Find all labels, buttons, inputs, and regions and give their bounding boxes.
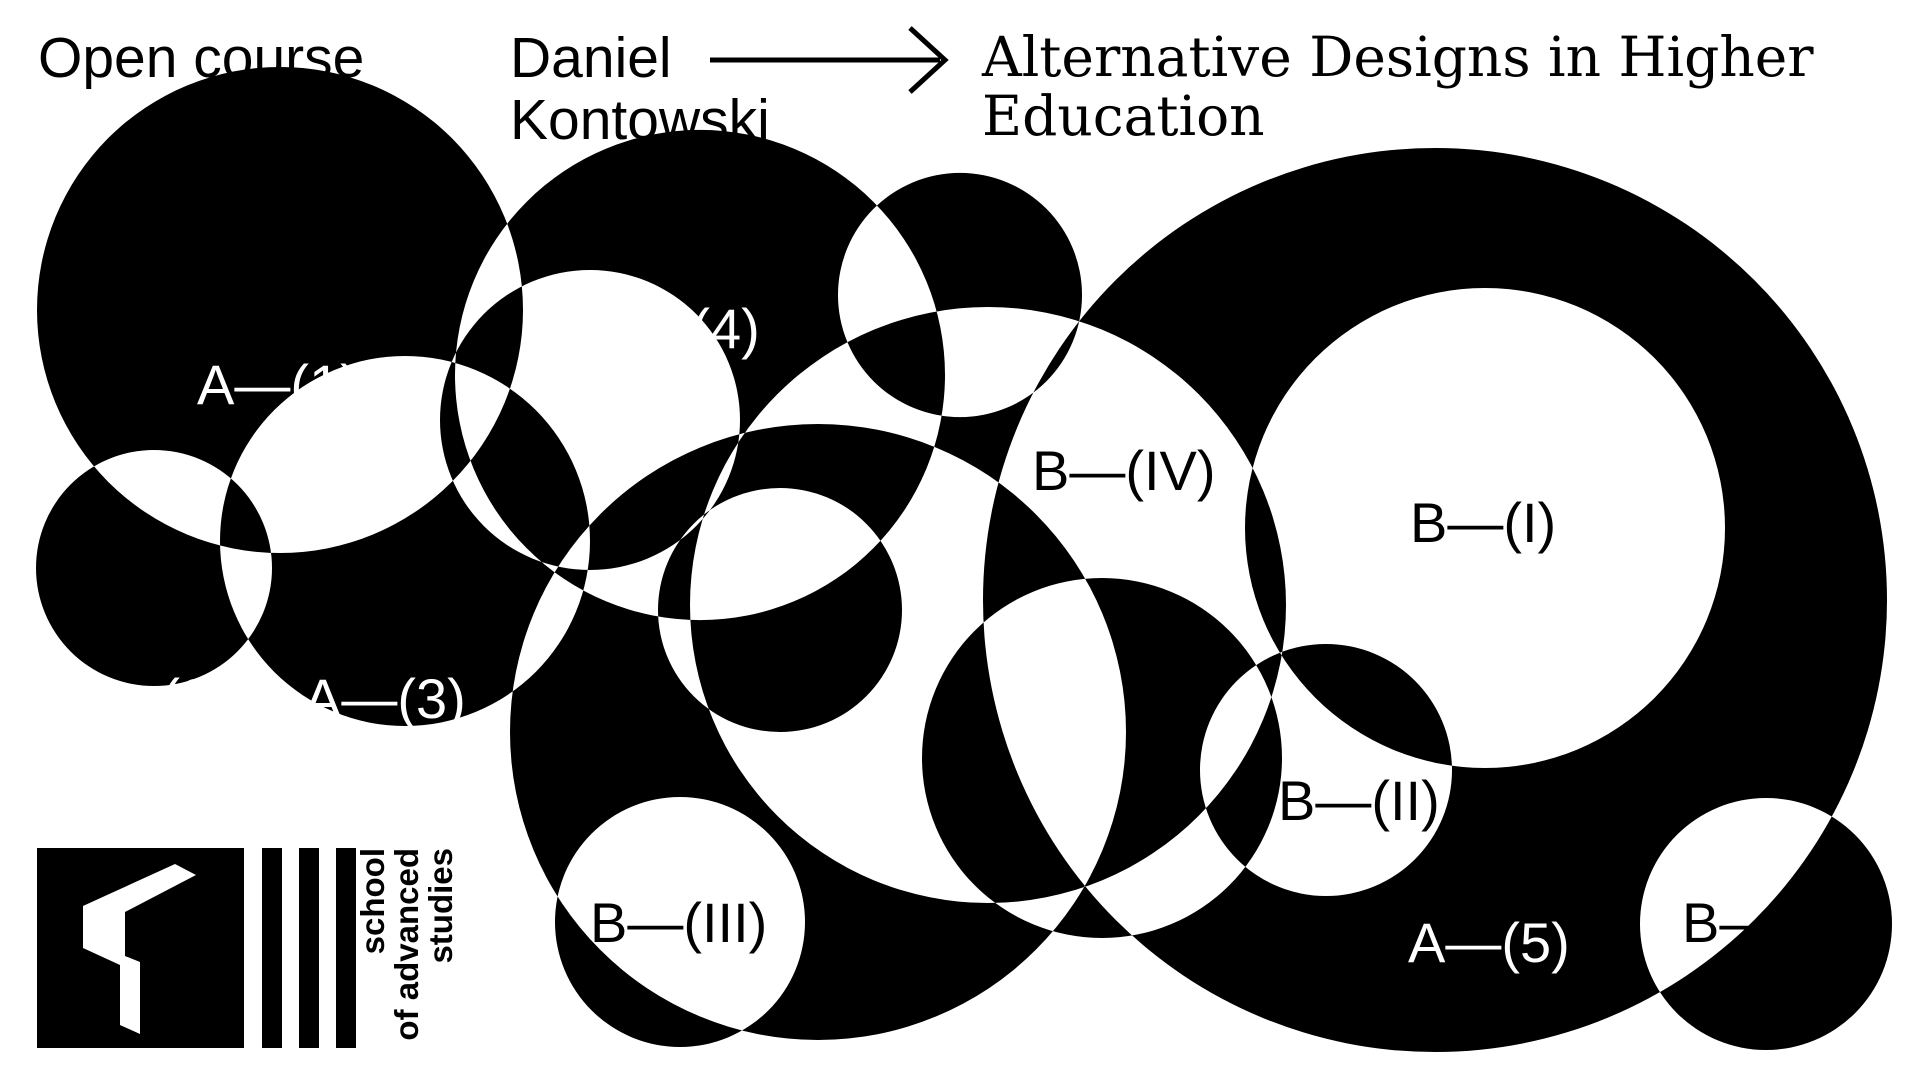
logo-bar-3 bbox=[336, 848, 356, 1048]
logo-text-line-1: school bbox=[354, 848, 391, 954]
label-b3: B—(III) bbox=[590, 891, 767, 954]
label-b1: B—(I) bbox=[1410, 491, 1556, 554]
course-title-line-2: Education bbox=[982, 84, 1265, 149]
label-b4: B—(IV) bbox=[1032, 439, 1216, 502]
school-logo: school of advanced studies bbox=[37, 848, 459, 1048]
label-a1: A—(1) bbox=[197, 353, 359, 416]
course-title-line-1: Alternative Designs in Higher bbox=[982, 25, 1814, 89]
logo-wordmark: school of advanced studies bbox=[354, 848, 459, 1041]
logo-mark-icon bbox=[83, 864, 196, 1034]
logo-square bbox=[37, 848, 244, 1048]
logo-bar-1 bbox=[262, 848, 282, 1048]
course-title: Alternative Designs in Higher Education bbox=[982, 25, 1882, 149]
label-b5-partial: B— bbox=[1682, 891, 1775, 954]
label-a5: A—(5) bbox=[1408, 911, 1570, 974]
label-b2: B—(II) bbox=[1278, 769, 1440, 832]
label-a3: A—(3) bbox=[304, 667, 466, 730]
logo-text-line-2: of advanced bbox=[388, 848, 425, 1041]
label-a2: A—(2) bbox=[68, 667, 230, 730]
logo-bar-2 bbox=[299, 848, 319, 1048]
logo-text-line-3: studies bbox=[422, 848, 459, 964]
label-a4: A—(4) bbox=[598, 297, 760, 360]
right-arrow-icon bbox=[710, 26, 949, 94]
author-first-name: Daniel bbox=[510, 26, 672, 90]
circle-pattern bbox=[36, 67, 1892, 1052]
